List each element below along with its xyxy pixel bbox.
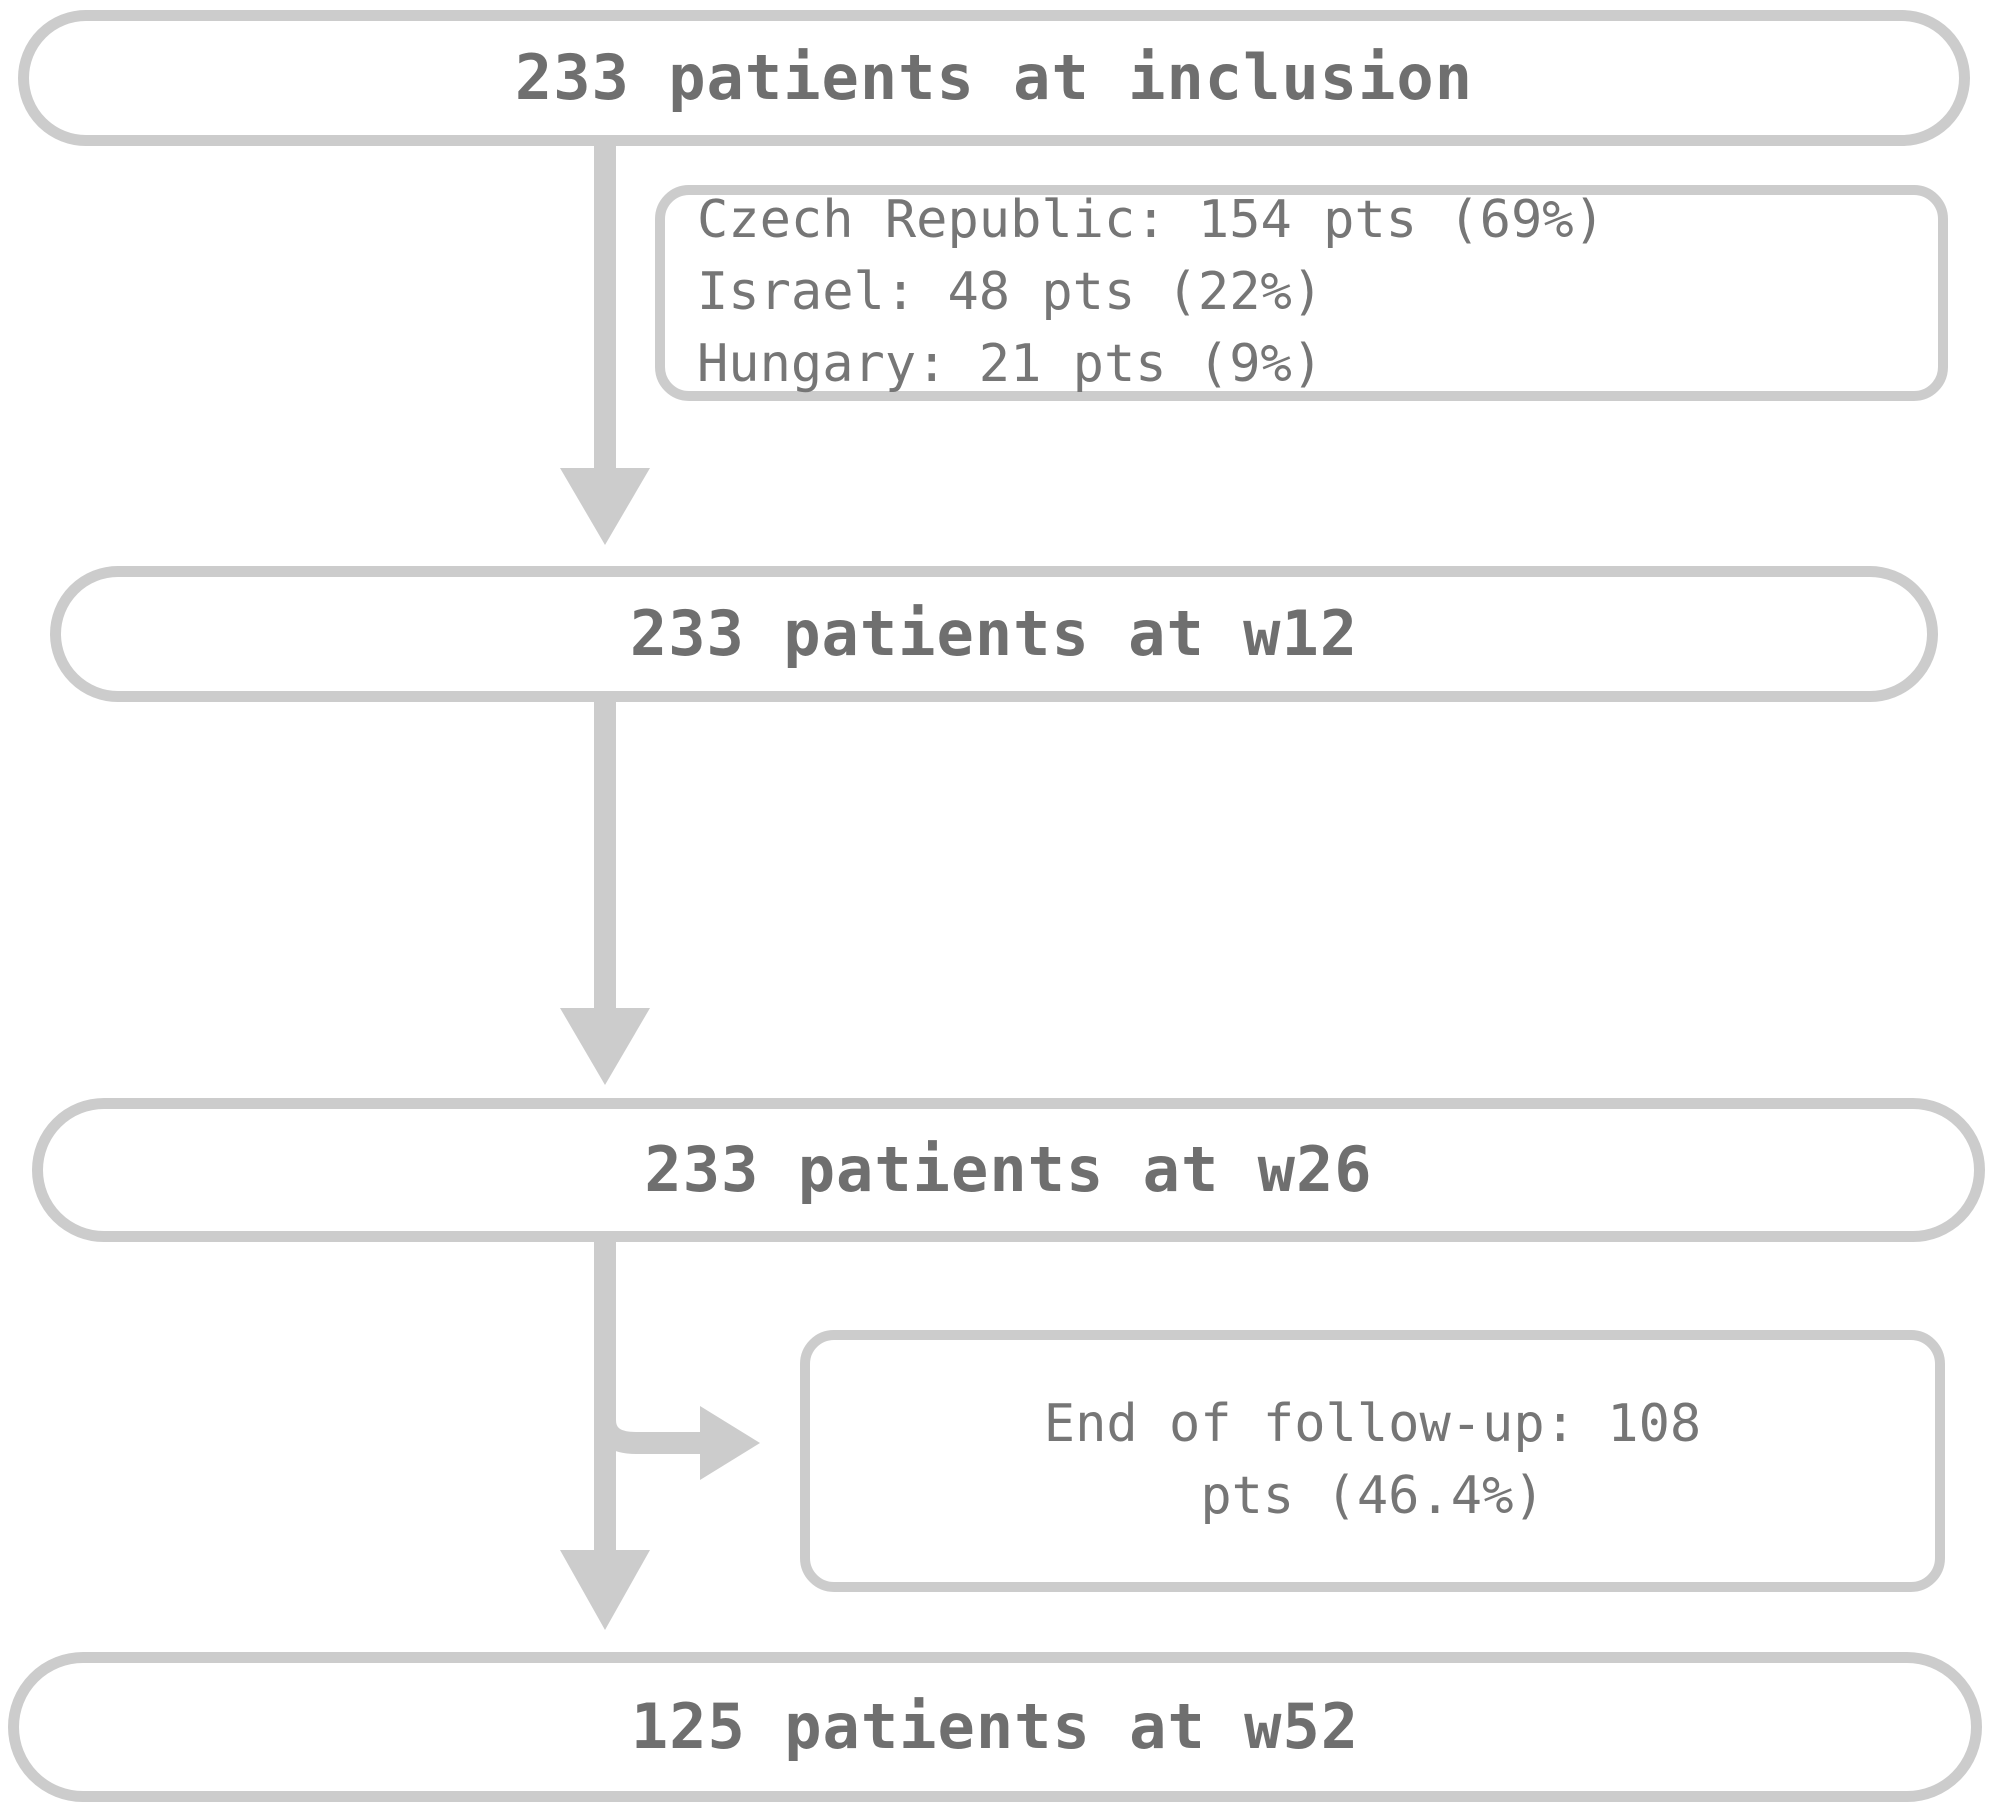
node-w52-label: 125 patients at w52 xyxy=(630,1689,1360,1763)
arrow-inclusion-to-w12 xyxy=(560,146,650,545)
node-w26-label: 233 patients at w26 xyxy=(644,1132,1373,1206)
country-breakdown-text: Czech Republic: 154 pts (69%) Israel: 48… xyxy=(697,190,1605,394)
end-of-followup-text: End of follow-up: 108 pts (46.4%) xyxy=(1043,1394,1702,1526)
annotation-country-breakdown[interactable]: Czech Republic: 154 pts (69%) Israel: 48… xyxy=(655,185,1948,401)
node-w52[interactable]: 125 patients at w52 xyxy=(8,1652,1982,1802)
arrow-w12-to-w26 xyxy=(560,702,650,1085)
node-w26[interactable]: 233 patients at w26 xyxy=(32,1098,1985,1242)
node-w12-label: 233 patients at w12 xyxy=(629,596,1359,670)
node-w12[interactable]: 233 patients at w12 xyxy=(50,566,1938,702)
arrow-w26-to-w52 xyxy=(560,1242,650,1630)
arrow-w26-to-followup xyxy=(594,1380,760,1480)
annotation-end-of-followup[interactable]: End of follow-up: 108 pts (46.4%) xyxy=(800,1330,1945,1592)
node-inclusion[interactable]: 233 patients at inclusion xyxy=(18,10,1970,146)
node-inclusion-label: 233 patients at inclusion xyxy=(514,40,1474,114)
